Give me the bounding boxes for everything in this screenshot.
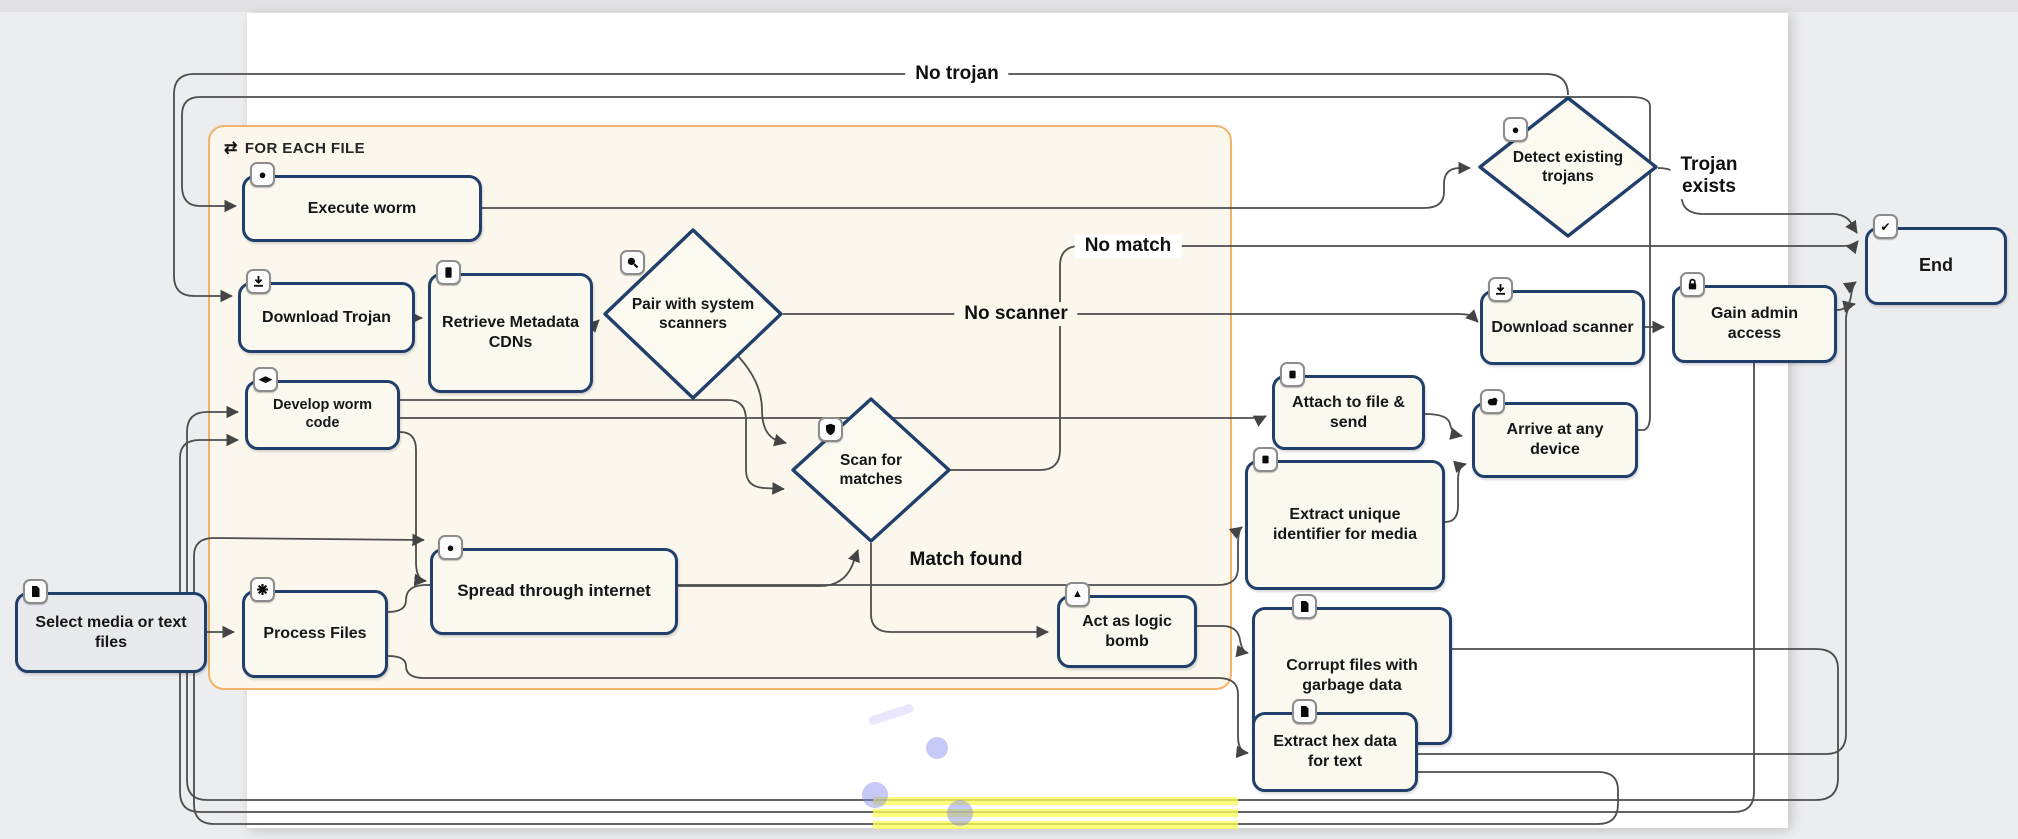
lock-icon — [1680, 272, 1705, 297]
edge-gain-to-end — [1836, 281, 1857, 311]
document-icon — [1292, 699, 1317, 724]
node-label: Download Trojan — [262, 308, 391, 326]
edge-label-no-trojan: No trojan — [905, 62, 1009, 86]
node-pair-with-system-scanners[interactable]: Pair with system scanners — [603, 228, 783, 400]
square-icon — [1253, 447, 1278, 472]
diamond-shape — [603, 228, 783, 400]
search-icon — [620, 250, 645, 275]
node-end[interactable]: End — [1865, 227, 2007, 305]
edge-label-no-match: No match — [1074, 234, 1182, 258]
node-label: Process Files — [263, 625, 367, 643]
edge-no-scanner — [783, 309, 1479, 323]
edge-no-match — [950, 240, 1859, 471]
edge-label-trojan-exists: Trojan exists — [1670, 153, 1748, 199]
loop-icon: ⇄ — [224, 140, 238, 157]
node-label: Scan for matches — [839, 451, 903, 488]
node-label: Detect existing trojans — [1512, 148, 1624, 185]
node-label: Download scanner — [1491, 318, 1634, 336]
node-label: Act as logic bomb — [1082, 612, 1172, 650]
node-label: Pair with system scanners — [631, 295, 755, 332]
document-icon — [1292, 594, 1317, 619]
node-label: Arrive at any device — [1506, 421, 1604, 458]
node-scan-for-matches[interactable]: Scan for matches — [791, 397, 951, 543]
edge-arrive-to-execute — [181, 96, 1651, 431]
cursor-dot — [862, 782, 888, 808]
edge-develop-to-spread — [399, 431, 427, 587]
edge-act-to-corrupt — [1197, 625, 1249, 658]
node-download-trojan[interactable]: Download Trojan — [238, 282, 415, 353]
edge-match-found — [870, 543, 1049, 639]
node-spread-through-internet[interactable]: Spread through internet — [430, 548, 678, 635]
node-select-media-or-text-files[interactable]: Select media or text files — [15, 592, 207, 673]
node-label: Extract hex data for text — [1273, 733, 1397, 770]
edge-extractid-to-arrive — [1444, 460, 1467, 523]
node-attach-to-file-and-send[interactable]: Attach to file & send — [1272, 375, 1425, 450]
edge-process-to-extract-unique — [387, 526, 1243, 613]
window-top-strip — [0, 0, 2018, 12]
node-label: Develop worm code — [272, 397, 373, 431]
document-icon — [23, 579, 48, 604]
gear-icon — [250, 577, 275, 602]
node-extract-hex-data-for-text[interactable]: Extract hex data for text — [1252, 712, 1418, 792]
highlight-bar — [873, 809, 1238, 817]
code-icon: ◀▶ — [253, 367, 278, 392]
node-label: Spread through internet — [457, 581, 651, 601]
cloud-icon — [1480, 389, 1505, 414]
highlight-bar — [873, 821, 1238, 829]
circle-icon: ● — [1503, 117, 1528, 142]
for-each-file-text: FOR EACH FILE — [244, 139, 366, 157]
highlight-bar — [873, 797, 1238, 805]
edge-no-trojan — [173, 73, 1569, 303]
edge-process-to-extract-hex — [387, 655, 1249, 759]
edge-hex-to-end — [1418, 300, 1856, 755]
edge-attach-to-arrive — [1424, 413, 1463, 440]
node-arrive-at-any-device[interactable]: Arrive at any device — [1472, 402, 1638, 478]
edge-execute-to-detect — [482, 161, 1471, 209]
node-label: Corrupt files with garbage data — [1286, 657, 1418, 694]
circle-icon: ● — [250, 162, 275, 187]
node-label: Retrieve Metadata CDNs — [442, 314, 579, 351]
node-act-as-logic-bomb[interactable]: Act as logic bomb — [1057, 595, 1197, 668]
circle-icon: ● — [438, 535, 463, 560]
node-process-files[interactable]: Process Files — [242, 590, 388, 678]
node-execute-worm[interactable]: Execute worm — [242, 175, 482, 242]
edge-retrieve-to-pair — [586, 319, 600, 333]
edge-develop-to-attach — [400, 415, 1267, 427]
download-icon — [1488, 277, 1513, 302]
for-each-file-label: ⇄ FOR EACH FILE — [224, 138, 365, 158]
edge-gain-wrap — [179, 363, 1755, 813]
edge-label-no-scanner: No scanner — [954, 302, 1078, 326]
download-icon — [246, 269, 271, 294]
node-extract-unique-identifier-for-media[interactable]: Extract unique identifier for media — [1245, 460, 1445, 590]
edge-develop-to-scan — [400, 399, 785, 495]
node-gain-admin-access[interactable]: Gain admin access — [1672, 285, 1837, 363]
check-icon: ✔ — [1873, 214, 1898, 239]
square-icon — [1280, 362, 1305, 387]
node-label: Attach to file & send — [1292, 393, 1405, 431]
node-retrieve-metadata-cdns[interactable]: Retrieve Metadata CDNs — [428, 273, 593, 393]
node-label: Gain admin access — [1710, 305, 1799, 342]
shield-icon — [818, 417, 843, 442]
device-icon — [436, 260, 461, 285]
node-label: Execute worm — [307, 199, 417, 217]
edge-pair-to-scan — [737, 355, 787, 447]
cursor-dot — [947, 800, 973, 826]
triangle-icon: ▲ — [1065, 582, 1090, 607]
node-download-scanner[interactable]: Download scanner — [1480, 290, 1645, 365]
cursor-dot — [926, 737, 948, 759]
node-label: Select media or text files — [35, 613, 187, 651]
node-label: Extract unique identifier for media — [1272, 506, 1418, 543]
edge-label-match-found: Match found — [899, 548, 1033, 572]
node-label: End — [1919, 255, 1953, 276]
edge-spread-to-scan — [678, 549, 860, 587]
